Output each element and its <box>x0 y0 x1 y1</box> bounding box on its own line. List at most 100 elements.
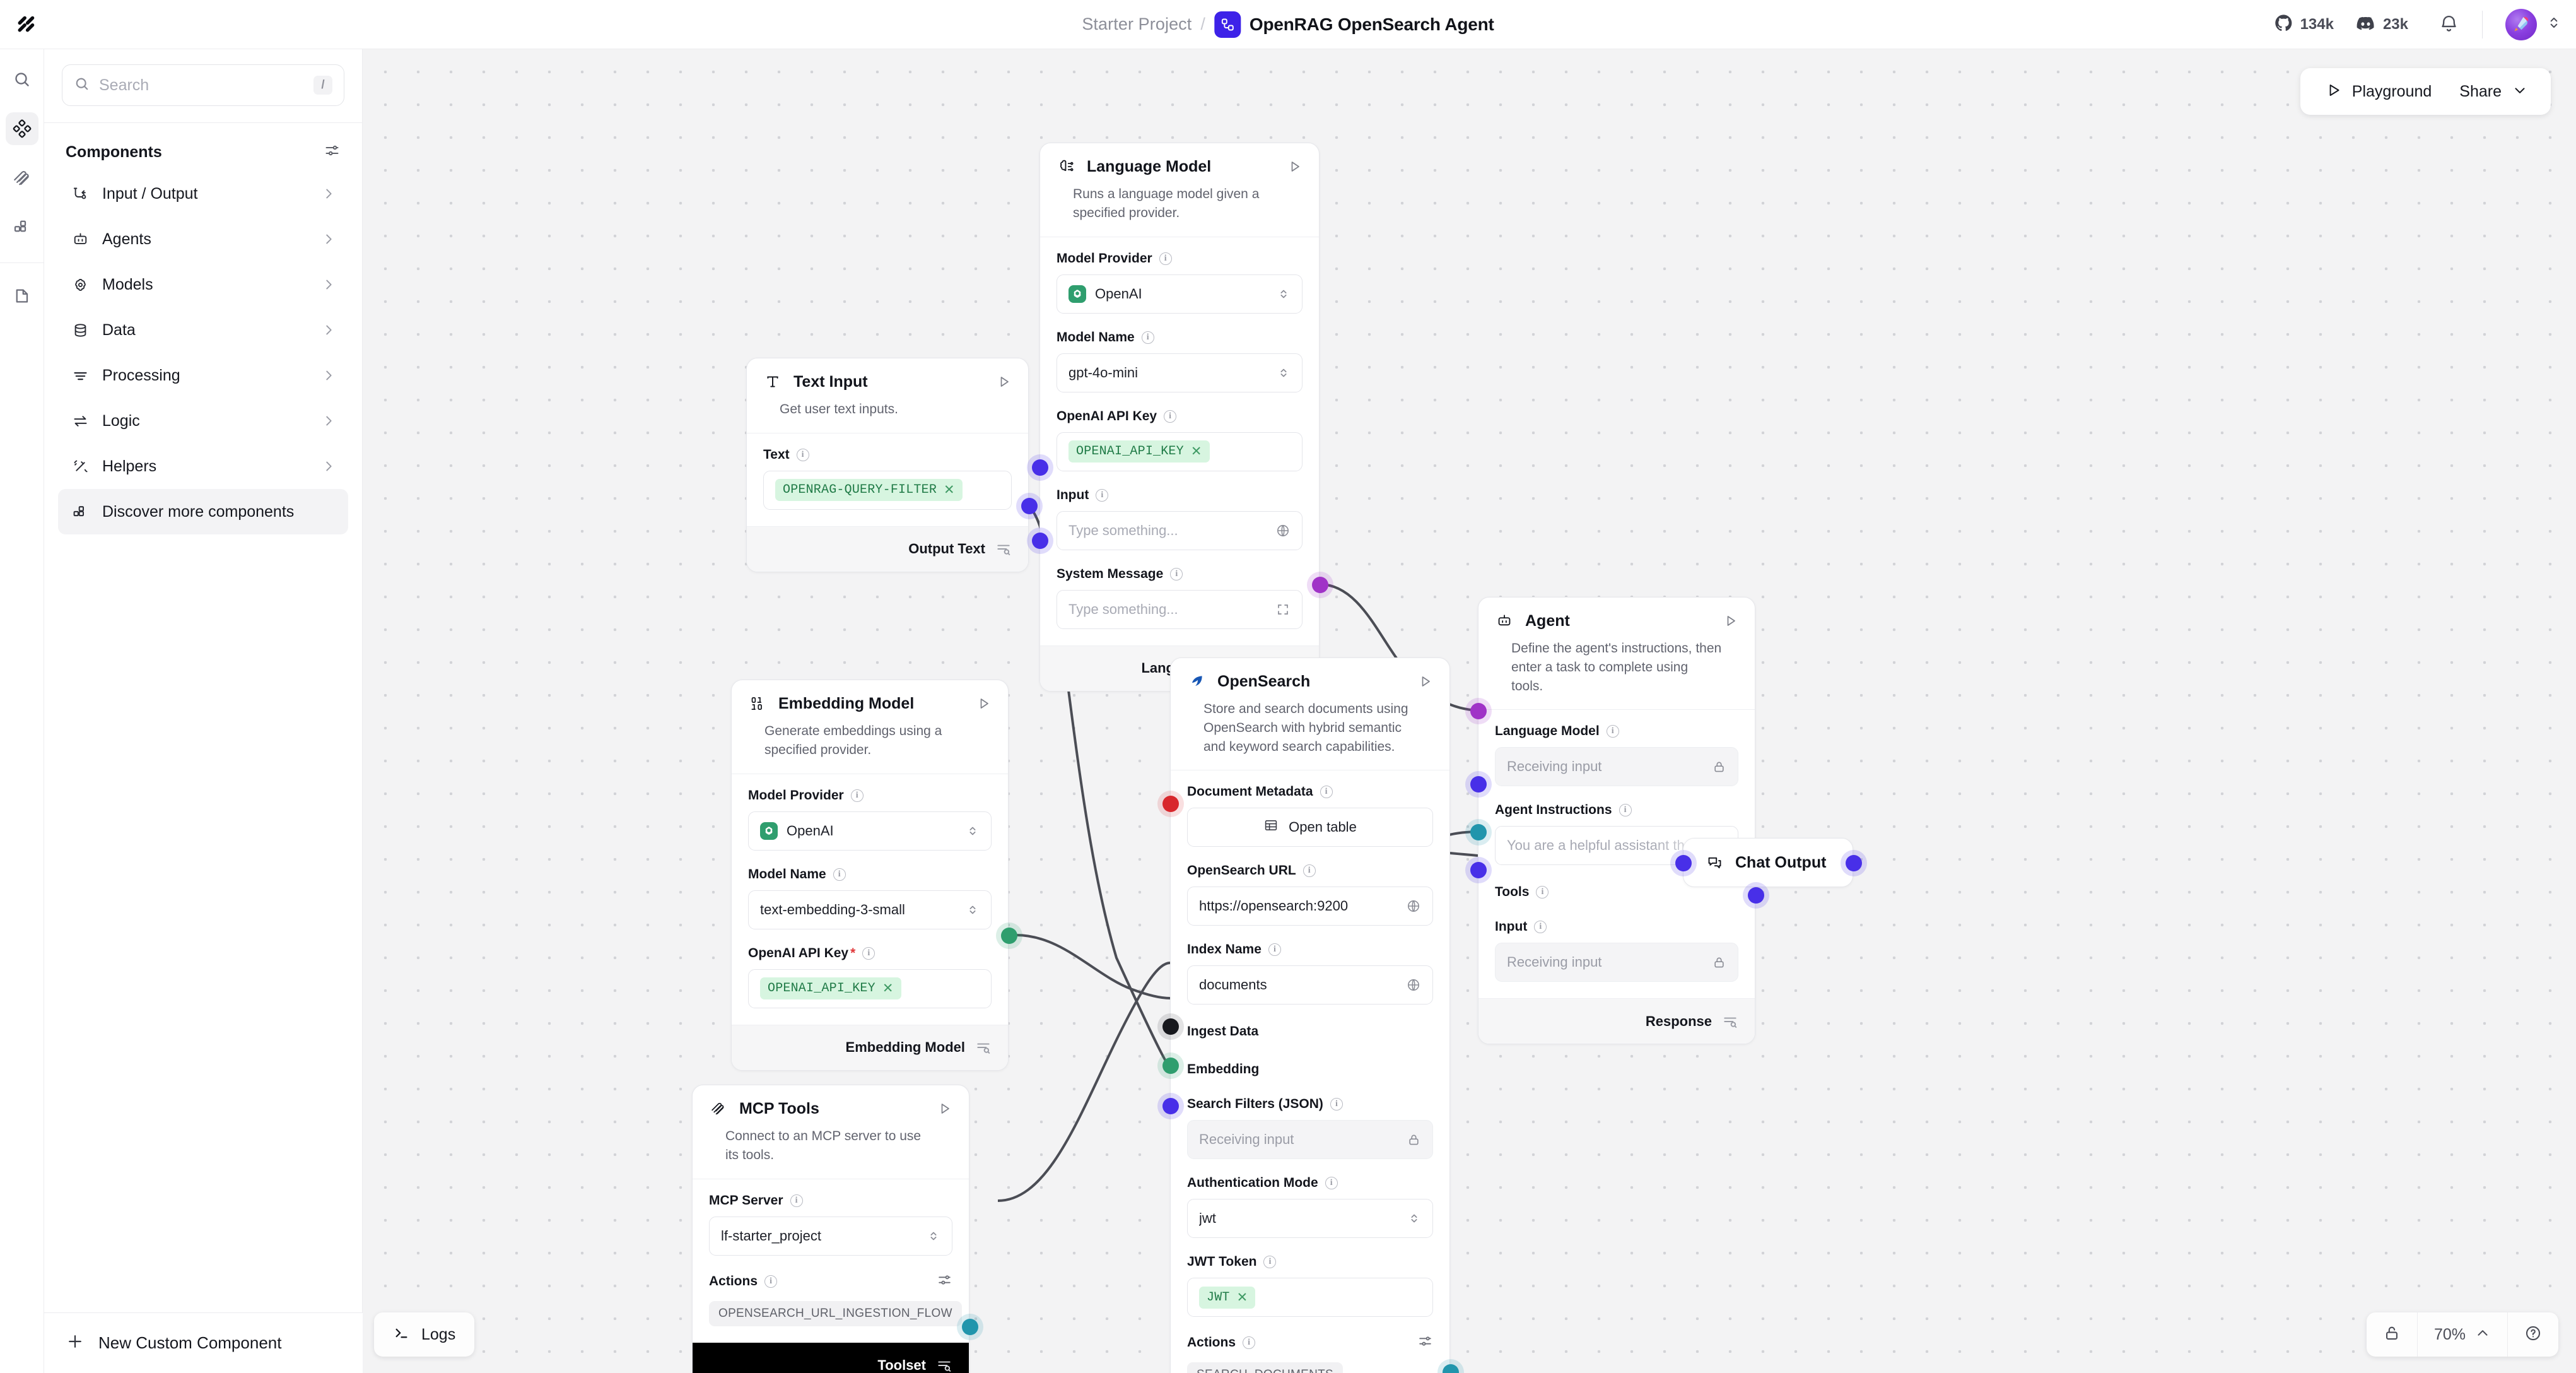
flow-canvas[interactable]: Playground Share Logs 70% <box>363 49 2576 1373</box>
bell-icon[interactable] <box>2438 14 2459 35</box>
output-list-icon[interactable] <box>936 1357 952 1373</box>
sidebar-item-data[interactable]: Data <box>58 307 348 353</box>
output-list-icon[interactable] <box>995 541 1012 557</box>
info-icon[interactable]: i <box>833 868 846 881</box>
run-node-button[interactable] <box>1287 159 1303 174</box>
sidebar-item-models[interactable]: Models <box>58 262 348 307</box>
rail-files[interactable] <box>6 280 38 312</box>
handle-agent-input[interactable] <box>1470 862 1487 878</box>
rail-bundles[interactable] <box>6 211 38 244</box>
info-icon[interactable]: i <box>1141 331 1154 344</box>
node-chat-output[interactable]: Chat Output <box>1675 838 1862 887</box>
info-icon[interactable]: i <box>1534 921 1547 934</box>
node-mcp-tools[interactable]: MCP Tools Connect to an MCP server to us… <box>692 1085 978 1373</box>
index-name-input[interactable]: documents <box>1187 965 1433 1005</box>
info-icon[interactable]: i <box>850 789 864 802</box>
globe-icon[interactable] <box>1406 977 1421 993</box>
sliders-icon[interactable] <box>324 142 341 162</box>
info-icon[interactable]: i <box>1325 1177 1338 1190</box>
handle-mcp-tools-toolset[interactable] <box>962 1319 978 1335</box>
output-list-icon[interactable] <box>1722 1013 1738 1030</box>
rail-components[interactable] <box>5 112 38 145</box>
handle-agent-response[interactable] <box>1748 887 1764 904</box>
info-icon[interactable]: i <box>862 946 875 960</box>
node-embedding-model[interactable]: Embedding Model Generate embeddings usin… <box>731 680 1017 1071</box>
info-icon[interactable]: i <box>1263 1256 1277 1269</box>
expand-icon[interactable] <box>1275 602 1291 617</box>
run-node-button[interactable] <box>997 374 1012 389</box>
info-icon[interactable]: i <box>1096 488 1109 502</box>
info-icon[interactable]: i <box>1170 567 1183 580</box>
info-icon[interactable]: i <box>796 448 809 461</box>
handle-language-model-output[interactable] <box>1312 577 1328 593</box>
close-icon[interactable]: ✕ <box>944 483 955 498</box>
langflow-logo-icon[interactable] <box>11 8 44 41</box>
run-node-button[interactable] <box>1418 674 1433 689</box>
output-list-icon[interactable] <box>975 1039 992 1056</box>
sidebar-item-processing[interactable]: Processing <box>58 353 348 398</box>
text-pill-input[interactable]: OPENRAG-QUERY-FILTER ✕ <box>763 470 1012 510</box>
search-input[interactable] <box>99 76 305 95</box>
input-text-field[interactable]: Type something... <box>1057 510 1303 550</box>
node-language-model[interactable]: Language Model Runs a language model giv… <box>1032 143 1328 692</box>
variable-pill[interactable]: OPENAI_API_KEY ✕ <box>1068 440 1210 463</box>
breadcrumb-project[interactable]: Starter Project <box>1082 15 1192 33</box>
node-text-input[interactable]: Text Input Get user text inputs. Text i … <box>746 358 1038 572</box>
info-icon[interactable]: i <box>1243 1336 1256 1350</box>
github-stat[interactable]: 134k <box>2274 13 2334 36</box>
close-icon[interactable]: ✕ <box>1190 444 1202 459</box>
action-chip[interactable]: OPENSEARCH_URL_INGESTION_FLOW <box>709 1300 962 1326</box>
sidebar-item-logic[interactable]: Logic <box>58 398 348 444</box>
info-icon[interactable]: i <box>1606 725 1619 738</box>
run-node-button[interactable] <box>937 1101 952 1116</box>
authentication-mode-select[interactable]: jwt <box>1187 1199 1433 1239</box>
sidebar-item-agents[interactable]: Agents <box>58 216 348 262</box>
sliders-icon[interactable] <box>1417 1333 1433 1352</box>
info-icon[interactable]: i <box>1536 886 1549 899</box>
handle-language-model-input[interactable] <box>1032 459 1048 476</box>
handle-language-model-system-message[interactable] <box>1032 533 1048 549</box>
handle-text-input-output[interactable] <box>1021 498 1038 514</box>
open-table-button[interactable]: Open table <box>1187 808 1433 847</box>
info-icon[interactable]: i <box>790 1194 803 1207</box>
handle-opensearch-ingest-data[interactable] <box>1162 1018 1179 1035</box>
handle-opensearch-embedding[interactable] <box>1162 1058 1179 1074</box>
model-name-select[interactable]: text-embedding-3-small <box>748 890 992 929</box>
opensearch-url-input[interactable]: https://opensearch:9200 <box>1187 887 1433 926</box>
close-icon[interactable]: ✕ <box>882 981 894 996</box>
globe-icon[interactable] <box>1275 523 1291 538</box>
openai-api-key-input[interactable]: OPENAI_API_KEY ✕ <box>1057 432 1303 471</box>
new-custom-component-button[interactable]: New Custom Component <box>44 1312 363 1373</box>
model-provider-select[interactable]: OpenAI <box>1057 274 1303 314</box>
variable-pill[interactable]: JWT ✕ <box>1199 1286 1256 1309</box>
playground-button[interactable]: Playground <box>2317 82 2440 102</box>
jwt-token-input[interactable]: JWT ✕ <box>1187 1278 1433 1317</box>
variable-pill[interactable]: OPENRAG-QUERY-FILTER ✕ <box>775 479 963 502</box>
info-icon[interactable]: i <box>1268 943 1281 957</box>
node-agent[interactable]: Agent Define the agent's instructions, t… <box>1470 597 1764 1045</box>
handle-agent-instructions[interactable] <box>1470 776 1487 793</box>
logs-button[interactable]: Logs <box>374 1312 475 1357</box>
model-name-select[interactable]: gpt-4o-mini <box>1057 353 1303 392</box>
openai-api-key-input[interactable]: OPENAI_API_KEY ✕ <box>748 969 992 1008</box>
globe-icon[interactable] <box>1406 899 1421 914</box>
chevron-up-down-icon[interactable] <box>2546 15 2562 34</box>
search-box[interactable]: / <box>62 64 344 106</box>
info-icon[interactable]: i <box>1164 410 1177 423</box>
sidebar-item-discover-more[interactable]: Discover more components <box>58 489 348 534</box>
handle-chat-output-output[interactable] <box>1846 855 1862 871</box>
info-icon[interactable]: i <box>1320 786 1333 799</box>
lock-toggle-button[interactable] <box>2367 1312 2417 1357</box>
variable-pill[interactable]: OPENAI_API_KEY ✕ <box>760 977 901 1000</box>
sidebar-item-helpers[interactable]: Helpers <box>58 444 348 489</box>
discord-stat[interactable]: 23k <box>2355 13 2408 37</box>
handle-agent-tools[interactable] <box>1470 824 1487 840</box>
handle-opensearch-toolset[interactable] <box>1443 1364 1459 1373</box>
node-opensearch[interactable]: OpenSearch Store and search documents us… <box>1162 657 1459 1373</box>
handle-opensearch-document-metadata[interactable] <box>1162 796 1179 812</box>
close-icon[interactable]: ✕ <box>1236 1290 1248 1305</box>
info-icon[interactable]: i <box>1303 864 1316 878</box>
sidebar-item-input-output[interactable]: Input / Output <box>58 171 348 216</box>
run-node-button[interactable] <box>976 696 992 711</box>
info-icon[interactable]: i <box>1159 252 1172 265</box>
